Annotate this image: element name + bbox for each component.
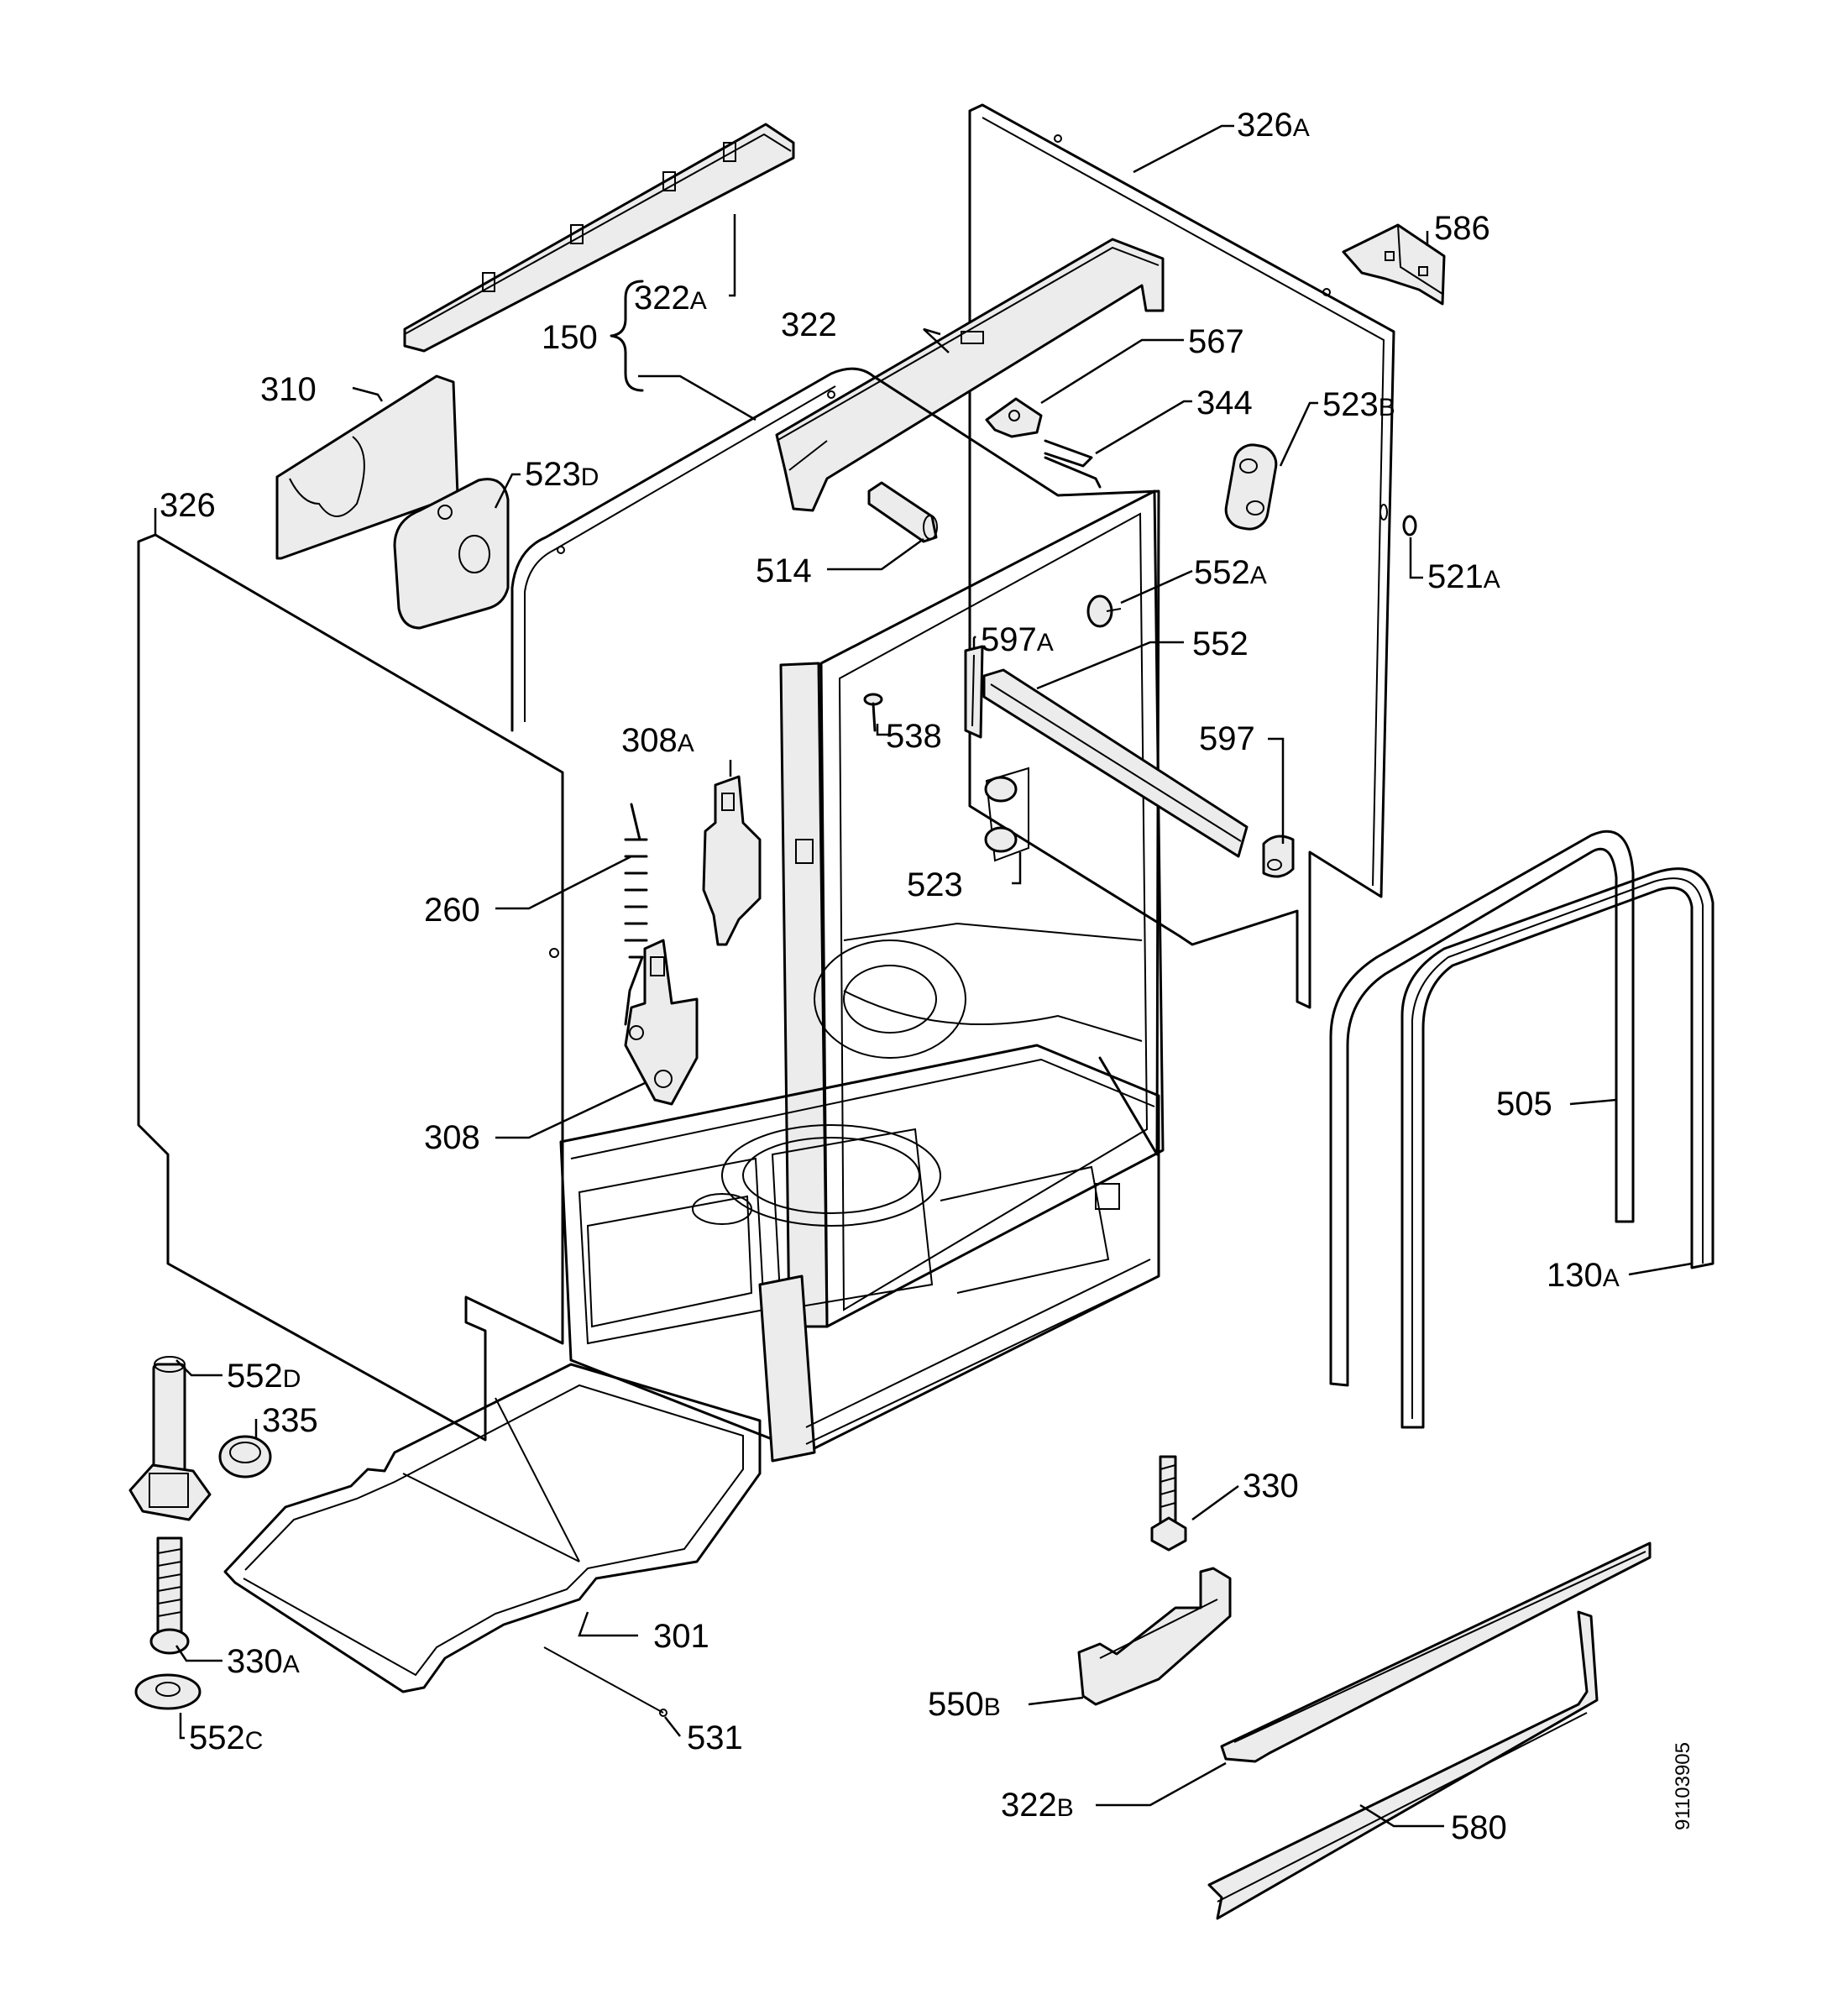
label-552c: 552C (189, 1719, 263, 1756)
hinge-bracket-308a (702, 775, 762, 946)
label-597: 597 (1199, 720, 1255, 757)
label-335: 335 (262, 1402, 318, 1439)
leveling-screw-330a (149, 1536, 190, 1655)
label-586: 586 (1434, 210, 1490, 247)
label-552: 552 (1192, 625, 1249, 662)
screw-538 (863, 693, 883, 732)
label-552a: 552A (1194, 554, 1267, 591)
foot-assembly-552d (128, 1356, 212, 1521)
label-550b: 550B (928, 1686, 1001, 1723)
bracket-586 (1342, 223, 1446, 306)
label-322: 322 (781, 306, 837, 343)
label-310: 310 (260, 371, 317, 408)
top-rail-322a (403, 123, 795, 353)
label-538: 538 (886, 718, 942, 755)
label-505: 505 (1496, 1086, 1552, 1123)
label-531: 531 (687, 1719, 743, 1756)
label-514: 514 (756, 552, 812, 589)
label-308a: 308A (621, 722, 694, 759)
label-301: 301 (653, 1618, 709, 1655)
hinge-308 (624, 939, 699, 1106)
label-326: 326 (160, 487, 216, 524)
knob-552a (1086, 594, 1122, 628)
label-308: 308 (424, 1119, 480, 1156)
label-322b: 322B (1001, 1787, 1074, 1824)
rail-552 (982, 668, 1249, 858)
base-plinth (559, 1044, 1160, 1463)
end-cap-597 (1262, 835, 1295, 878)
label-521a: 521A (1427, 558, 1500, 595)
label-330: 330 (1243, 1468, 1299, 1505)
label-322a: 322A (634, 280, 707, 317)
rail-322b (1220, 1541, 1652, 1763)
seal-505 (1329, 830, 1635, 1387)
label-580: 580 (1451, 1809, 1507, 1846)
document-id: 91103905 (1672, 1742, 1694, 1830)
label-567: 567 (1188, 323, 1244, 360)
side-panel-right-326a (968, 103, 1395, 1009)
label-523b: 523B (1322, 386, 1395, 423)
grommet-523b (1224, 443, 1278, 531)
label-523d: 523D (525, 456, 599, 493)
seal-130a (1400, 867, 1715, 1429)
o-ring-521a (1402, 515, 1417, 536)
side-panel-left-326 (137, 533, 564, 1442)
label-130a: 130A (1547, 1257, 1620, 1294)
spring-260 (624, 803, 648, 1026)
cabinet-body-150 (510, 367, 1165, 1328)
label-326a: 326A (1237, 107, 1310, 144)
clip-567 (985, 397, 1043, 438)
wire-531 (543, 1646, 667, 1717)
part-labels: 326A 586 322A 150 322 567 344 523B 310 5… (160, 107, 1620, 1846)
pin-514 (867, 481, 938, 543)
clip-597a (964, 645, 984, 739)
base-frame-301 (223, 1363, 762, 1693)
label-597a: 597A (981, 621, 1054, 658)
leveling-screw-330 (1150, 1455, 1187, 1552)
label-344: 344 (1196, 385, 1253, 421)
top-rail-322 (775, 238, 1165, 512)
label-260: 260 (424, 892, 480, 929)
label-330a: 330A (227, 1643, 300, 1680)
leader-lines (154, 124, 1693, 1828)
washer-552c (134, 1673, 202, 1710)
wire-spring-344 (1044, 439, 1102, 489)
valve-523 (984, 767, 1029, 862)
bracket-550b (1077, 1567, 1232, 1706)
label-552d: 552D (227, 1358, 301, 1395)
gear-335 (218, 1435, 272, 1479)
plinth-strip-580 (1207, 1610, 1599, 1920)
label-523: 523 (907, 866, 963, 903)
brace-150 (610, 280, 644, 392)
dispenser-cover-523d (393, 478, 510, 630)
label-150: 150 (542, 319, 598, 356)
